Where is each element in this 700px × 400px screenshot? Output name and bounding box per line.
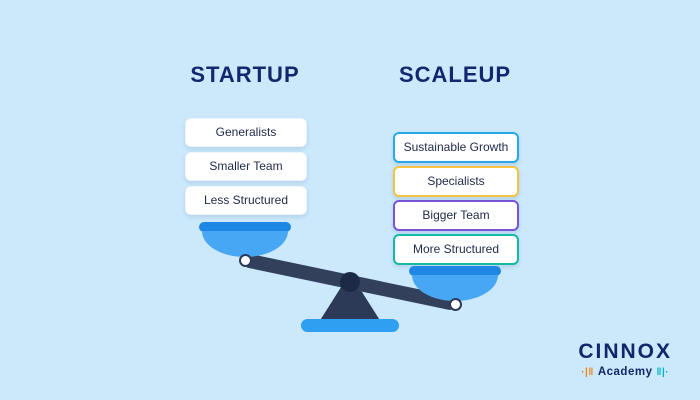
academy-mark-right-icon: ‖|· [656,367,670,378]
academy-label: Academy [597,366,653,378]
left-pivot-dot [239,254,252,267]
right-pan-rim [409,266,501,276]
startup-item: Generalists [185,118,307,147]
scaleup-item: More Structured [393,234,519,265]
right-pivot-dot [449,298,462,311]
academy-mark-left-icon: ·|‖ [581,367,594,378]
right-scale-pan [409,266,501,301]
cinnox-logo: CINNOX ·|‖Academy‖|· [578,340,672,378]
scaleup-item: Sustainable Growth [393,132,519,163]
cinnox-brand-text: CINNOX [578,340,672,363]
scale-base [301,319,399,332]
scale-pivot-knob [340,272,360,292]
left-scale-pan [199,222,291,257]
scaleup-item: Specialists [393,166,519,197]
startup-item: Less Structured [185,186,307,215]
startup-item: Smaller Team [185,152,307,181]
startup-title: STARTUP [190,62,300,87]
academy-label-row: ·|‖Academy‖|· [578,366,672,378]
left-pan-rim [199,222,291,232]
scaleup-title: SCALEUP [398,62,512,87]
scaleup-item: Bigger Team [393,200,519,231]
